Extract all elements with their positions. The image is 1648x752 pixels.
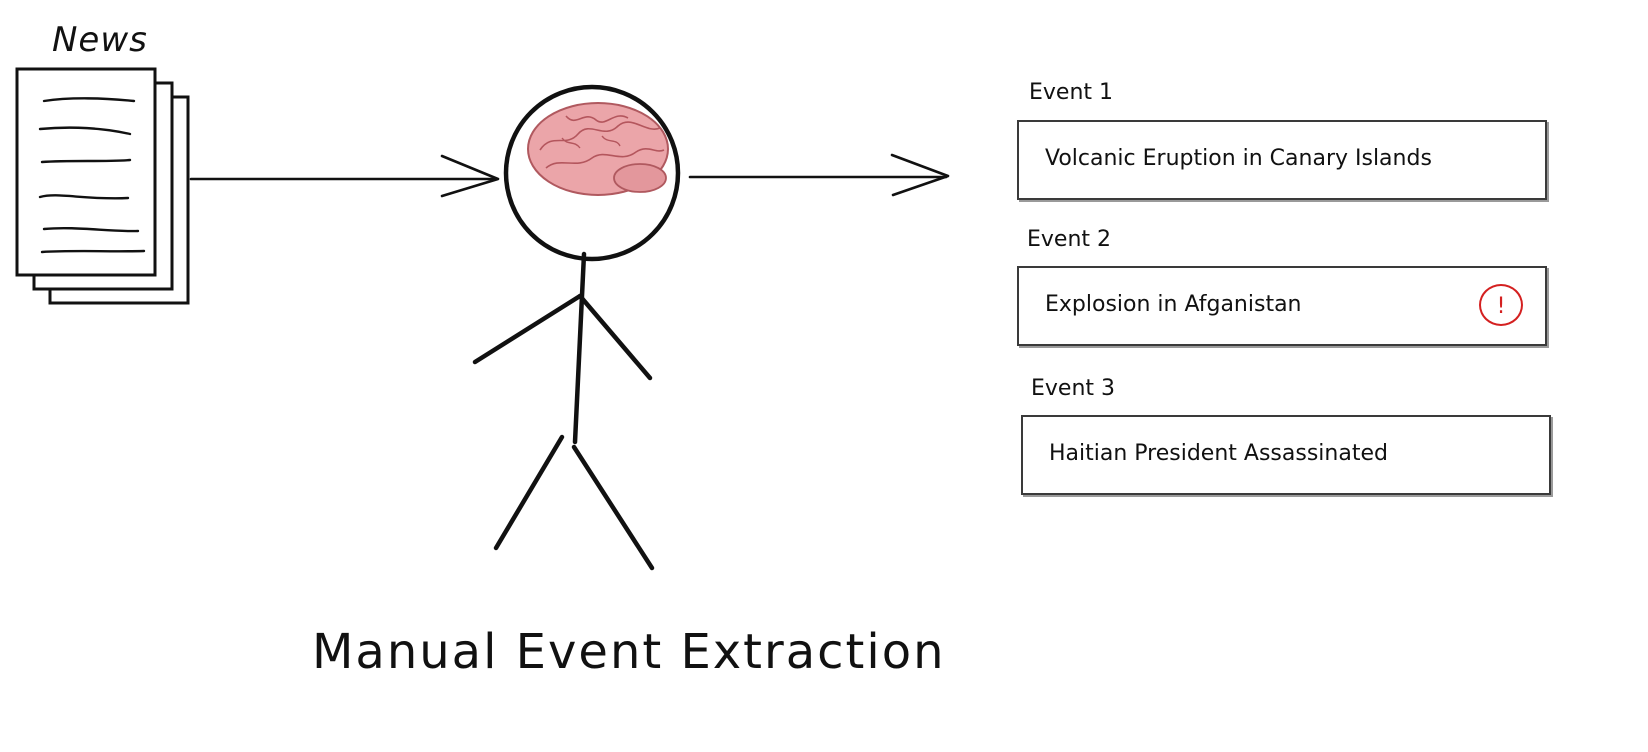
news-stack-icon: [15, 67, 190, 305]
event-1-text: Volcanic Eruption in Canary Islands: [1045, 146, 1432, 171]
arrow-right-icon: [688, 153, 950, 197]
event-3-text: Haitian President Assassinated: [1049, 441, 1388, 466]
event-2-box: Explosion in Afganistan !: [1017, 266, 1547, 346]
alert-icon: !: [1479, 284, 1523, 326]
event-3-label: Event 3: [1031, 376, 1116, 401]
event-2-label: Event 2: [1027, 227, 1112, 252]
event-1-box: Volcanic Eruption in Canary Islands: [1017, 120, 1547, 200]
event-1-label: Event 1: [1029, 80, 1114, 105]
event-2-text: Explosion in Afganistan: [1045, 292, 1302, 317]
arrow-right-icon: [189, 154, 500, 198]
diagram-title: Manual Event Extraction: [312, 624, 946, 680]
news-label: News: [52, 20, 148, 60]
stick-figure-icon: [472, 84, 681, 571]
brain-icon: [527, 102, 669, 196]
event-3-box: Haitian President Assassinated: [1021, 415, 1551, 495]
